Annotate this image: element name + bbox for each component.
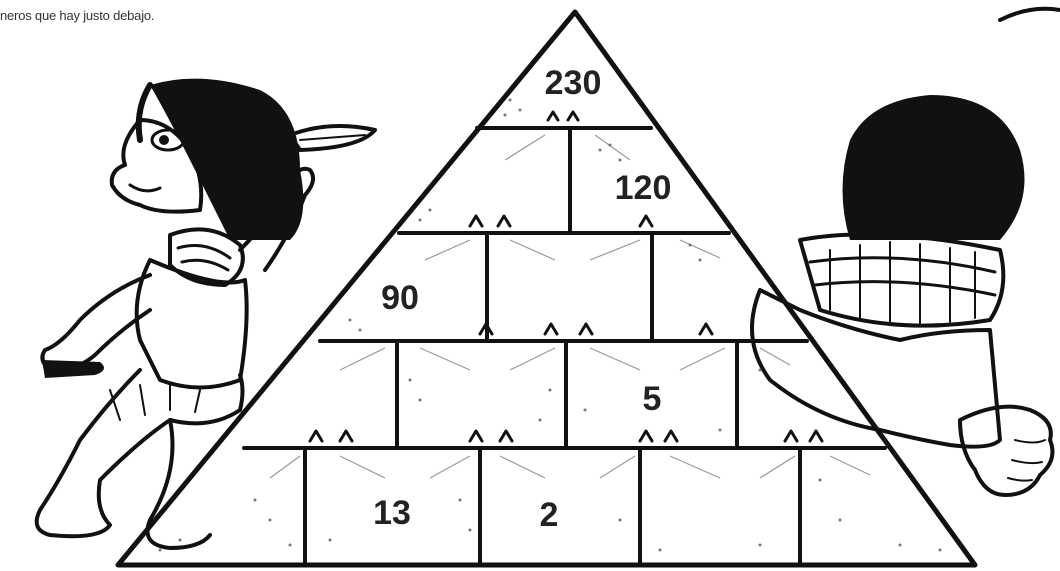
cell-r5-c3: 2 (540, 496, 559, 534)
egyptian-man-icon (752, 9, 1060, 495)
cell-r3-c1: 90 (381, 279, 419, 317)
cell-r4-c3: 5 (643, 380, 662, 418)
cell-r2-c2: 120 (615, 169, 672, 207)
cell-r1-c1: 230 (545, 64, 602, 102)
cell-r5-c2: 13 (373, 494, 411, 532)
